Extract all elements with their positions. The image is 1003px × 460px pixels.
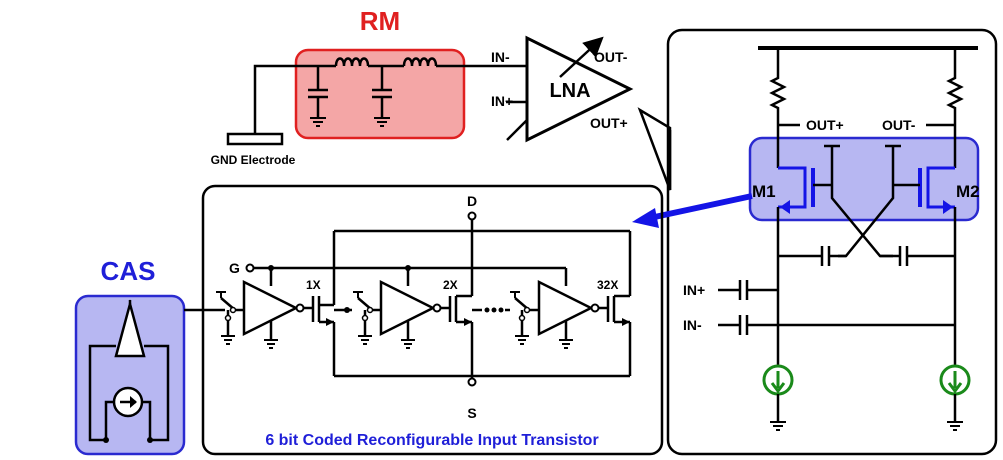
lna-in-minus-label: IN- [491, 49, 510, 65]
cross-cap-right-icon [880, 246, 955, 266]
gnd-electrode-label: GND Electrode [211, 153, 296, 167]
bias-tee-right-icon [885, 144, 901, 185]
x32-label: 32X [597, 278, 618, 292]
current-source-right-icon [939, 364, 971, 431]
stage-2x [334, 279, 472, 349]
x2-label: 2X [443, 278, 458, 292]
cas-title: CAS [101, 256, 156, 286]
gnd-electrode [226, 132, 284, 146]
rm-title: RM [360, 6, 400, 36]
m1-label: M1 [752, 182, 776, 201]
load-resistor-left-icon [769, 48, 787, 125]
gate-bus [245, 263, 568, 286]
drain-bus [332, 211, 632, 305]
input-cap-plus-icon [718, 280, 778, 300]
amp-in-minus-label: IN- [683, 317, 702, 333]
rm-capacitor-2-icon [372, 66, 392, 127]
stage-32x [510, 279, 630, 349]
lna-in-plus-label: IN+ [491, 93, 513, 109]
reconfigurable-transistor-box [201, 184, 664, 456]
transistor-m2-icon [893, 166, 955, 214]
inductor-2-icon [402, 57, 438, 67]
input-cap-minus-icon [718, 315, 955, 335]
gnd-electrode-wiring [226, 64, 336, 146]
x1-label: 1X [306, 278, 321, 292]
inductor-1-icon [334, 57, 370, 67]
rm-capacitor-1-icon [308, 66, 328, 127]
transistor-caption: 6 bit Coded Reconfigurable Input Transis… [265, 432, 598, 449]
rm-block [294, 48, 466, 140]
pointer-arrow-icon [632, 193, 753, 228]
stage-1x [213, 279, 334, 349]
s-terminal-label: S [467, 405, 476, 421]
load-resistor-right-icon [946, 48, 964, 125]
amplifier-detail-box [666, 28, 998, 456]
d-terminal-label: D [467, 193, 477, 209]
stage-continuation-dots [472, 307, 510, 313]
m2-label: M2 [956, 182, 980, 201]
lna-amplifier-icon [506, 35, 634, 143]
callout-wedge [637, 107, 672, 191]
cas-circuit [88, 299, 170, 443]
current-source-left-icon [762, 364, 794, 431]
amp-in-plus-label: IN+ [683, 282, 705, 298]
amp-out-plus-label: OUT+ [806, 117, 844, 133]
transistor-m1-icon [778, 166, 832, 214]
cas-block [74, 294, 186, 456]
g-terminal-label: G [229, 260, 240, 276]
lna-out-minus-label: OUT- [594, 49, 628, 65]
lna-label: LNA [549, 80, 590, 102]
source-bus [332, 322, 632, 387]
lna-out-plus-label: OUT+ [590, 115, 628, 131]
bias-tee-left-icon [824, 144, 840, 185]
cross-cap-left-icon [778, 246, 846, 266]
amp-out-minus-label: OUT- [882, 117, 916, 133]
